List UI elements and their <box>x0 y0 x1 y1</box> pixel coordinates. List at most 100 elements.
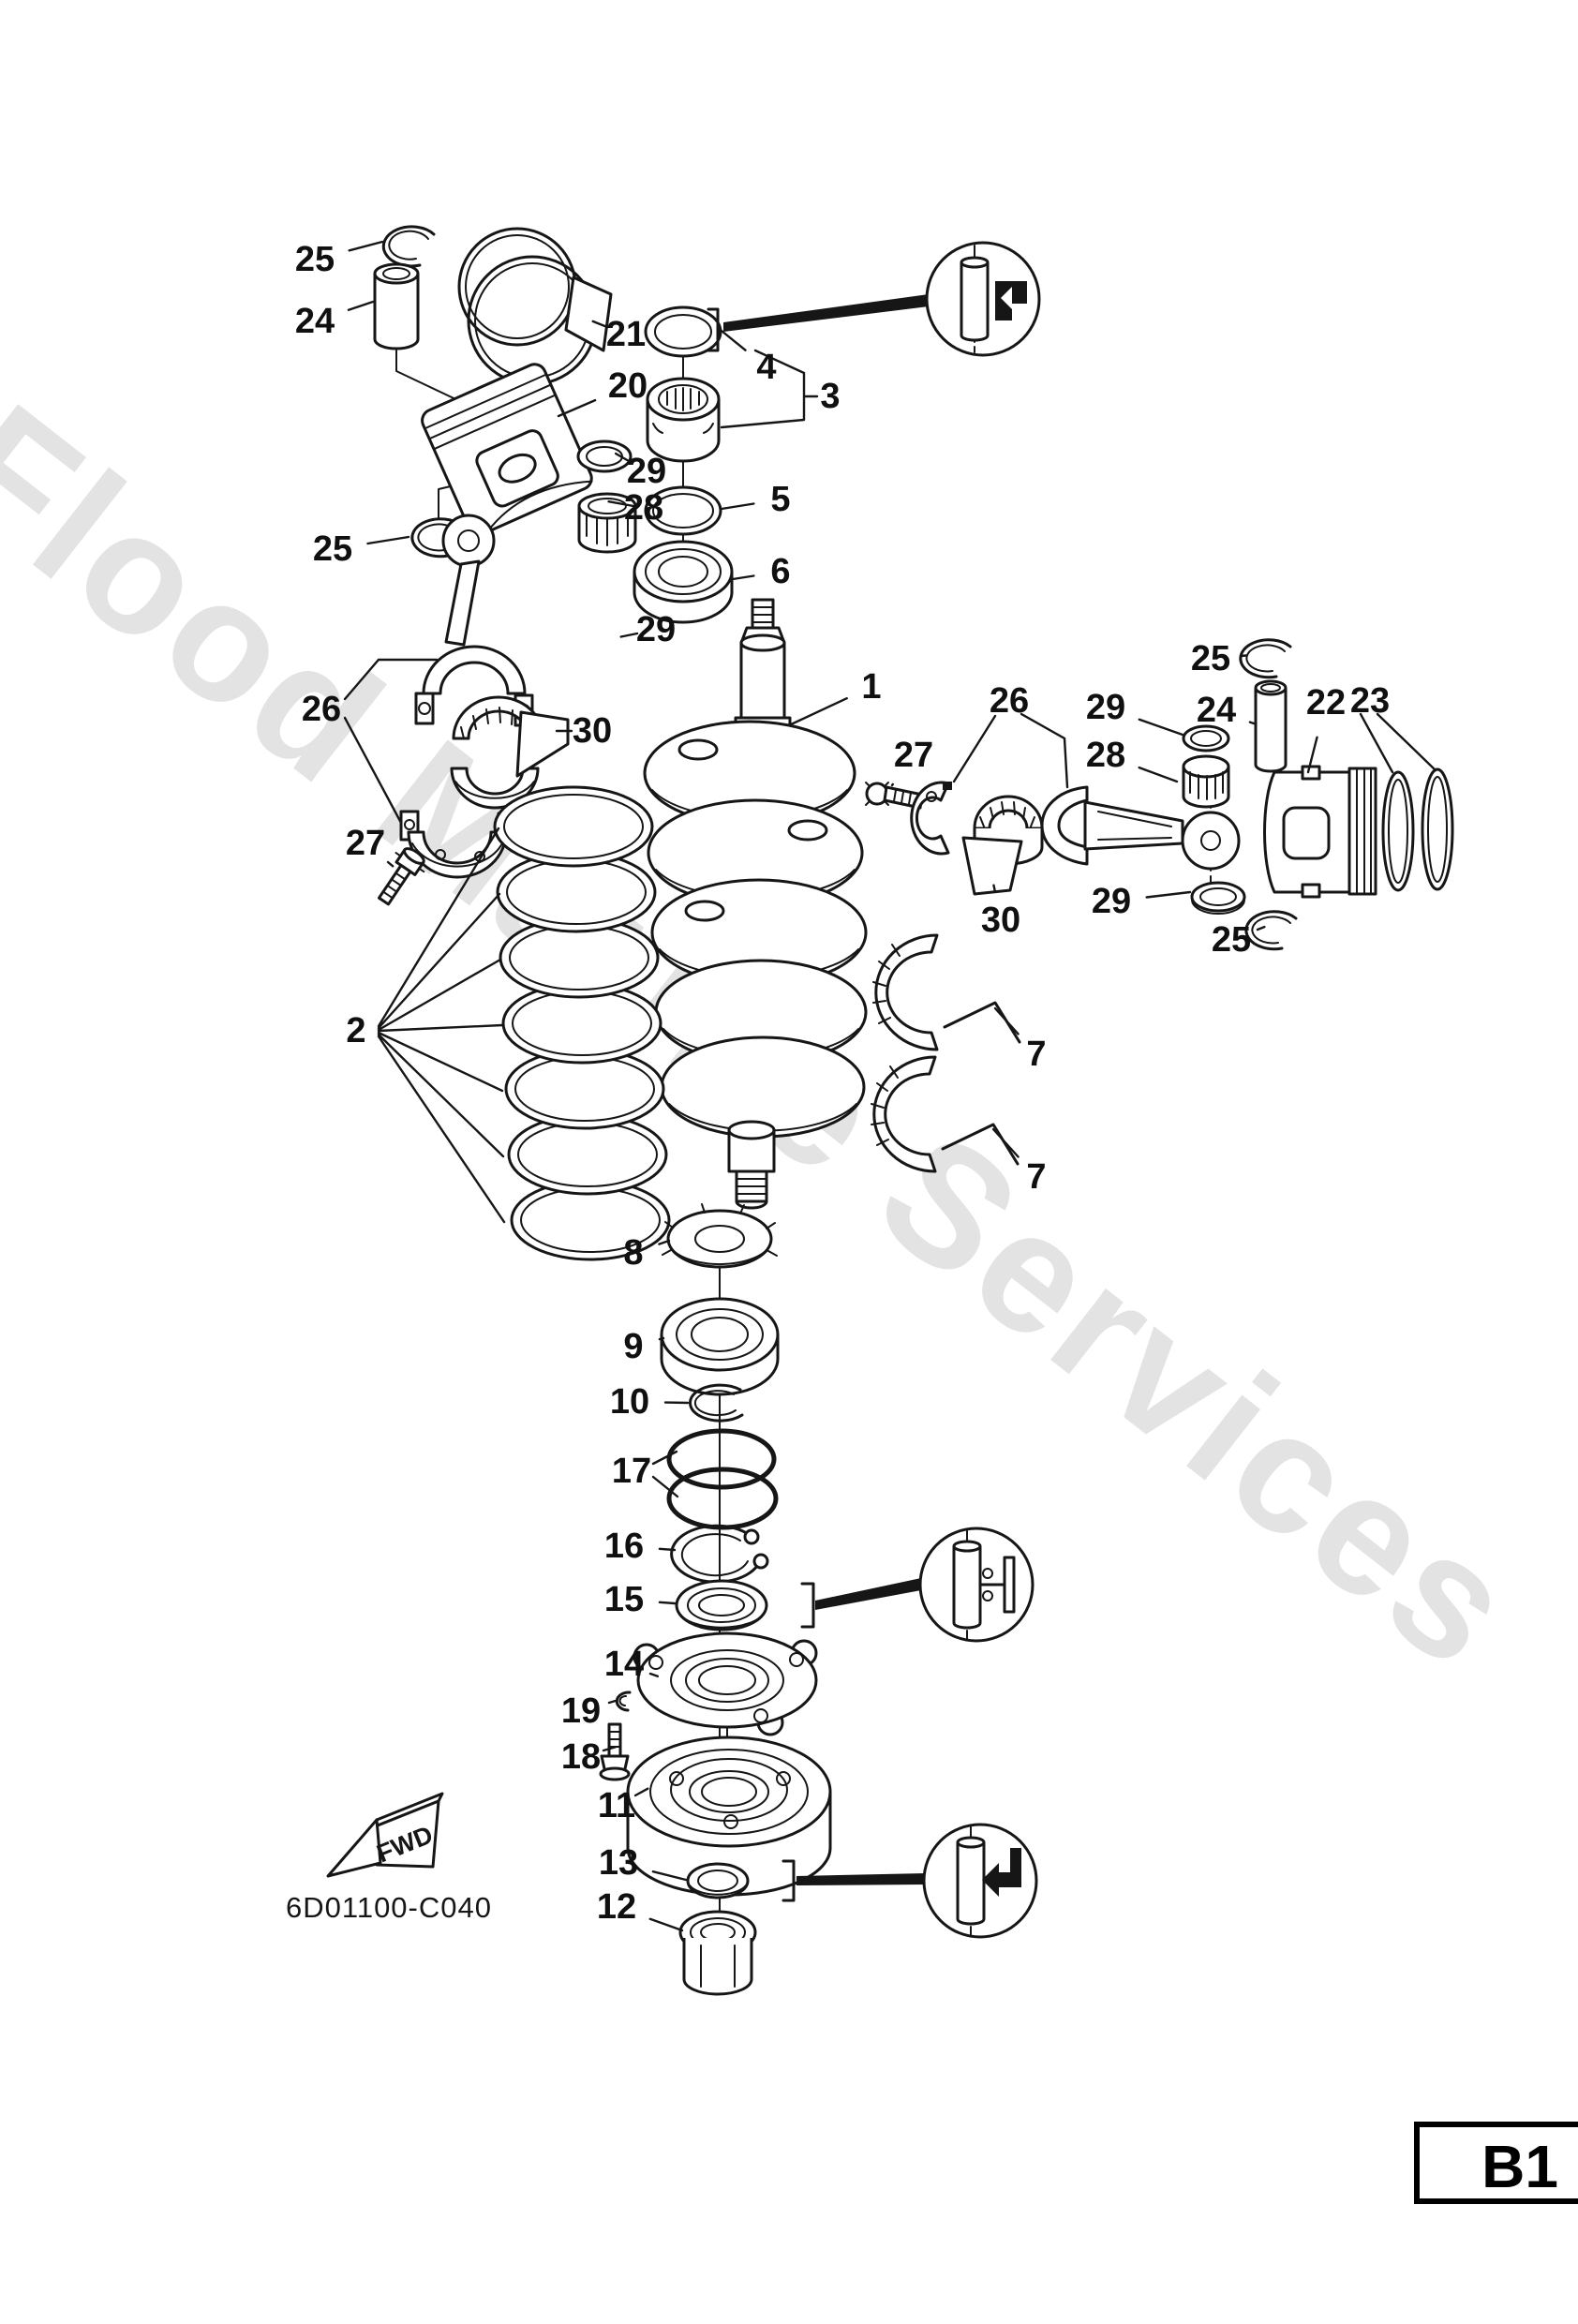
callout-leader-12-41 <box>648 1917 684 1932</box>
callout-leader-27-18 <box>890 782 894 787</box>
page-ref-box: B1 <box>1414 2122 1578 2204</box>
callout-leader-25-10 <box>366 535 410 545</box>
callout-29-26: 29 <box>1092 882 1131 921</box>
callout-4-3: 4 <box>756 348 776 387</box>
callout-leader-5-8 <box>720 502 755 511</box>
callout-27-18: 27 <box>894 736 933 775</box>
part-ball-bearing-6 <box>633 540 734 624</box>
callout-leader-29-11 <box>619 632 639 638</box>
callout-leader-9-31 <box>658 1336 665 1341</box>
part-rod-bolt-27-left <box>377 847 425 906</box>
part-piston-22 <box>1263 765 1377 899</box>
callout-leader-8-30 <box>658 1239 671 1245</box>
part-clip-19 <box>615 1691 632 1712</box>
part-crankpin-bearing-7-upper <box>872 933 1021 1051</box>
detail-bubble-seal-orientation-bottom <box>796 1823 1038 1939</box>
part-circlip-25-top-left <box>381 225 436 268</box>
callout-leader-28-20 <box>1138 766 1179 783</box>
callout-25-0: 25 <box>295 240 335 279</box>
callout-leader-7-29 <box>991 1127 1020 1158</box>
part-rod-bearing-halves-30-left <box>450 695 570 810</box>
callout-leader-20-5 <box>557 398 597 418</box>
callout-leader-25-0 <box>348 240 384 252</box>
part-washer-29-right-bottom <box>1190 881 1246 915</box>
diagram-code: 6D01100-C040 <box>286 1891 492 1924</box>
callout-3-4: 3 <box>820 377 840 416</box>
part-circlip-25-right-top <box>1239 638 1292 679</box>
callout-26-13: 26 <box>302 690 341 729</box>
callout-leader-29-6 <box>614 452 631 463</box>
part-connecting-rod-right <box>1040 785 1241 871</box>
callout-leader-16-34 <box>658 1547 677 1552</box>
callout-29-6: 29 <box>627 452 666 491</box>
callout-12-41: 12 <box>597 1887 636 1927</box>
callout-leader-18-38 <box>602 1746 617 1752</box>
callout-leader-4-3 <box>720 329 747 351</box>
callout-28-20: 28 <box>1086 736 1125 775</box>
callout-21-2: 21 <box>606 315 646 354</box>
part-needle-cage-28-top <box>577 492 637 554</box>
part-circlip-16 <box>670 1524 769 1584</box>
callout-18-38: 18 <box>561 1737 601 1777</box>
part-piston-pin-24-right <box>1254 679 1288 773</box>
callout-23-24: 23 <box>1350 681 1390 721</box>
part-rings-17 <box>666 1428 779 1530</box>
part-ball-bearing-9 <box>660 1297 780 1396</box>
callout-leader-25-21 <box>1239 654 1248 658</box>
fwd-arrow: FWD <box>326 1792 444 1878</box>
part-oil-seal-15 <box>675 1579 815 1631</box>
callout-24-22: 24 <box>1197 691 1236 730</box>
part-seal-ring-4 <box>644 305 722 358</box>
part-connecting-rod-left <box>414 514 534 727</box>
part-washer-29-right-top <box>1182 724 1230 752</box>
leader-lines-grouped <box>343 349 1437 1498</box>
callout-6-9: 6 <box>770 552 790 591</box>
callout-17-33: 17 <box>612 1452 651 1491</box>
callout-leader-27-15 <box>386 860 394 868</box>
callout-24-1: 24 <box>295 302 335 341</box>
callout-14-36: 14 <box>604 1645 644 1684</box>
callout-10-32: 10 <box>610 1382 649 1422</box>
part-rod-cap-half-right <box>910 781 952 856</box>
part-plug-12 <box>678 1910 757 1996</box>
part-bearing-sleeve-3 <box>646 377 721 463</box>
callout-leader-19-37 <box>607 1699 617 1705</box>
callout-28-7: 28 <box>624 488 663 528</box>
callout-22-23: 22 <box>1306 683 1346 723</box>
part-crankshaft-1 <box>643 598 868 1210</box>
callout-25-27: 25 <box>1212 920 1251 960</box>
callout-25-21: 25 <box>1191 639 1230 678</box>
callout-27-15: 27 <box>346 824 385 863</box>
callout-15-35: 15 <box>604 1580 644 1619</box>
callout-13-40: 13 <box>599 1843 638 1883</box>
callout-leader-14-36 <box>648 1672 659 1678</box>
callout-20-5: 20 <box>608 366 648 406</box>
detail-bubble-seal-orientation-middle <box>815 1527 1035 1643</box>
part-ring-set-2 <box>493 785 671 1261</box>
callout-30-14: 30 <box>573 711 612 751</box>
callout-leader-7-28 <box>993 1006 1020 1035</box>
callout-leader-28-7 <box>607 500 635 508</box>
callout-7-28: 7 <box>1026 1035 1046 1074</box>
callout-leader-15-35 <box>658 1601 677 1605</box>
callout-9-31: 9 <box>623 1327 643 1366</box>
callout-11-39: 11 <box>598 1786 635 1825</box>
part-circlip-25-right-bottom <box>1244 910 1298 951</box>
callout-5-8: 5 <box>770 480 790 519</box>
callout-leader-29-26 <box>1145 890 1192 899</box>
part-piston-20 <box>421 363 593 536</box>
page-ref: B1 <box>1481 2133 1558 2200</box>
part-rod-bearing-half-right <box>961 795 1044 896</box>
part-lock-washer-8 <box>662 1203 778 1269</box>
detail-bubble-pin-orientation-top <box>723 241 1041 357</box>
part-piston-pin-24-left <box>373 262 420 350</box>
callout-25-10: 25 <box>313 529 352 569</box>
callout-1-12: 1 <box>861 667 881 707</box>
callout-leader-29-19 <box>1138 718 1184 737</box>
callout-16-34: 16 <box>604 1527 644 1566</box>
callout-29-19: 29 <box>1086 688 1125 727</box>
callout-leader-24-1 <box>347 300 375 311</box>
